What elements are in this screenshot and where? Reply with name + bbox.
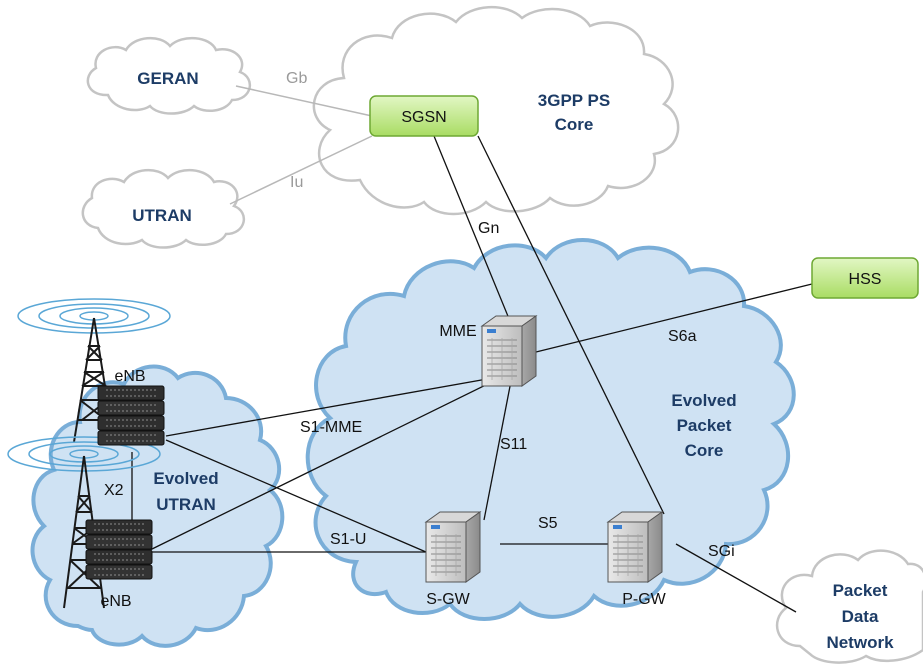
iu-link [229,135,373,205]
enb-bottom-label: eNB [100,593,131,610]
s1-mme-link-bottom [149,375,505,551]
pdn-cloud [775,549,923,664]
ps-core-label-line1: 3GPP PS [538,91,610,110]
antenna-tower-top-icon [17,298,171,443]
eutran-label-line2: UTRAN [156,495,216,514]
s5-interface-label: S5 [538,515,558,532]
s1-mme-interface-label: S1-MME [300,419,362,436]
s6a-interface-label: S6a [668,328,697,345]
gn-interface-label: Gn [478,220,499,237]
hss-node: HSS [811,257,919,299]
antenna-tower-bottom-icon [7,436,161,609]
gb-link [235,85,373,117]
ps-core-cloud [312,6,680,216]
geran-label: GERAN [137,69,198,88]
mme-server-icon [480,315,538,387]
gn-link-pgw [477,135,665,515]
sgsn-node: SGSN [369,95,479,137]
eutran-label-line1: Evolved [153,469,218,488]
s6a-link [535,283,813,353]
sgsn-label: SGSN [401,109,446,126]
enb-bottom-icon [85,519,153,580]
connections [131,85,813,613]
s1-u-link-top [165,439,427,553]
pdn-label-line1: Packet [833,581,888,600]
s1-u-interface-label: S1-U [330,531,366,548]
s11-link [483,375,513,521]
x2-interface-label: X2 [104,482,124,499]
utran-label: UTRAN [132,206,192,225]
hss-label: HSS [849,271,882,288]
sgi-link [675,543,797,613]
s1-mme-link-top [165,375,505,437]
pdn-label-line3: Network [826,633,894,652]
mme-label: MME [439,323,476,340]
utran-cloud [81,169,246,249]
geran-cloud [86,37,252,115]
enb-top-icon [97,385,165,446]
ps-core-label-line2: Core [555,115,594,134]
pgw-label: P-GW [622,591,666,608]
pgw-server-icon [606,511,664,583]
epc-label-line2: Packet [677,416,732,435]
pdn-label-line2: Data [842,607,879,626]
s11-interface-label: S11 [500,436,527,453]
epc-label-line1: Evolved [671,391,736,410]
iu-interface-label: Iu [290,174,303,191]
sgw-server-icon [424,511,482,583]
sgi-interface-label: SGi [708,543,735,560]
gb-interface-label: Gb [286,70,307,87]
epc-label-line3: Core [685,441,724,460]
gn-link-mme [433,135,513,327]
enb-top-label: eNB [114,368,145,385]
sgw-label: S-GW [426,591,470,608]
